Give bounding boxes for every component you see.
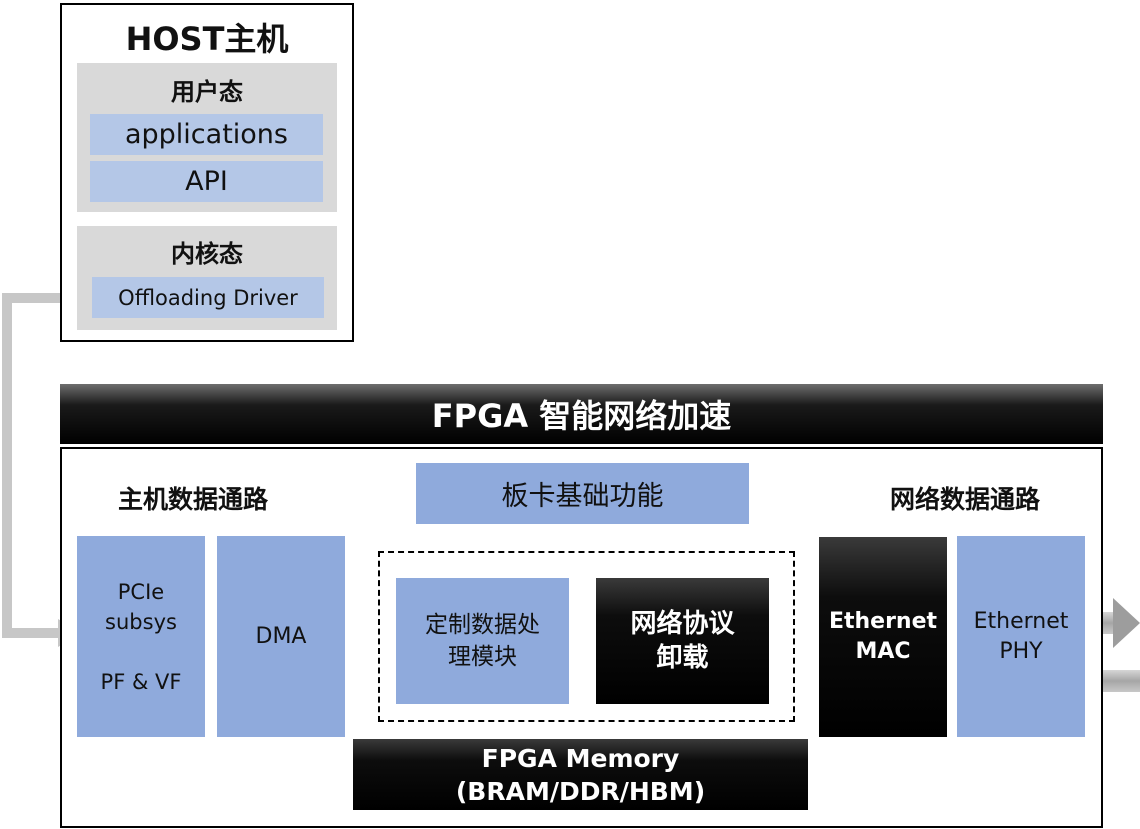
memory-line-1: FPGA Memory: [481, 743, 680, 773]
pcie-line-3: PF & VF: [100, 669, 182, 694]
ethernet-mac-block: Ethernet MAC: [819, 537, 947, 737]
fpga-memory-block: FPGA Memory (BRAM/DDR/HBM): [353, 739, 808, 810]
network-datapath-label: 网络数据通路: [889, 485, 1040, 514]
user-mode-title: 用户态: [171, 77, 243, 106]
ethernet-phy-block: Ethernet PHY: [957, 536, 1085, 737]
fpga-banner: FPGA 智能网络加速: [60, 384, 1103, 444]
ephy-line-1: Ethernet: [973, 608, 1069, 634]
applications-box: applications: [90, 114, 323, 155]
pcie-line-1: PCIe: [117, 579, 165, 604]
custom-data-module: 定制数据处 理模块: [396, 578, 569, 704]
pcie-subsys-block: PCIe subsys PF & VF: [77, 536, 205, 737]
host-title: HOST主机: [125, 20, 289, 58]
pcie-line-2: subsys: [105, 609, 177, 634]
ephy-line-2: PHY: [999, 638, 1043, 664]
kernel-mode-title: 内核态: [171, 239, 243, 268]
offloading-driver-box: Offloading Driver: [92, 277, 324, 318]
custom-module-line-1: 定制数据处: [425, 612, 540, 638]
board-function-box: 板卡基础功能: [416, 463, 749, 524]
emac-line-1: Ethernet: [828, 609, 938, 634]
offload-line-1: 网络协议: [630, 609, 735, 639]
emac-line-2: MAC: [855, 639, 911, 664]
api-box: API: [90, 161, 323, 202]
protocol-offload-block: 网络协议 卸载: [596, 578, 769, 704]
offload-dashed-group: [378, 551, 795, 722]
memory-line-2: (BRAM/DDR/HBM): [455, 776, 706, 806]
offload-line-2: 卸载: [656, 643, 709, 673]
host-datapath-label: 主机数据通路: [117, 485, 268, 514]
custom-module-line-2: 理模块: [448, 644, 517, 670]
dma-block: DMA: [217, 536, 345, 737]
